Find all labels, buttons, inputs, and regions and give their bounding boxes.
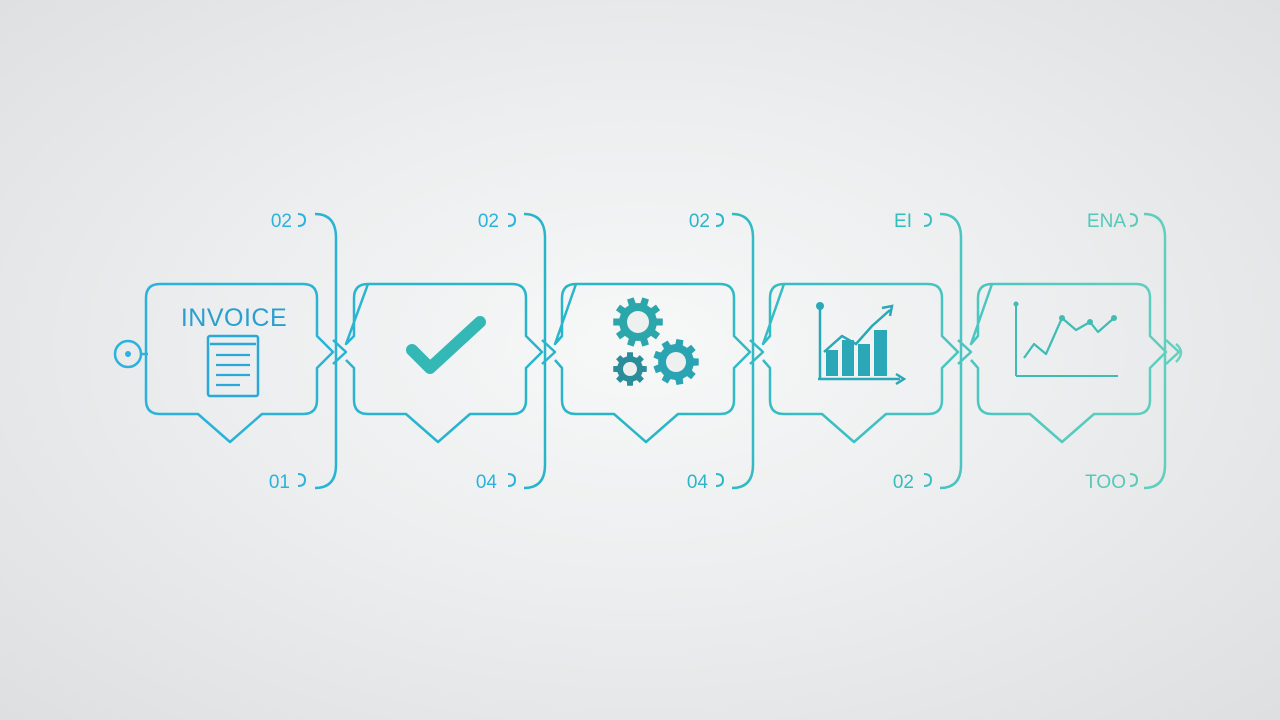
- step-2-bottom-label: 04: [476, 472, 498, 493]
- step-3-bubble: [553, 282, 752, 444]
- step-1-bubble: [144, 282, 335, 444]
- gear-hole: [623, 362, 637, 376]
- step-5-bottom-label: TOO: [1085, 472, 1126, 493]
- step-1-bracket: [314, 212, 338, 490]
- step-2: 02 04: [344, 211, 557, 493]
- gear-hole: [666, 352, 686, 372]
- step-4-bottom-label: 02: [893, 472, 914, 493]
- gears-icon: [613, 297, 699, 386]
- step-3-bracket: [731, 212, 755, 490]
- gear-hole: [627, 311, 649, 333]
- step-3: 02 04: [553, 211, 765, 493]
- step-3-top-label: 02: [689, 211, 710, 232]
- bar-chart-icon: [816, 302, 907, 386]
- step-2-bubble: [344, 282, 544, 444]
- step-5-connector-arrow: [1165, 339, 1181, 365]
- gear-medium-icon: [653, 339, 699, 385]
- step-3-connector-arrow: [749, 339, 765, 365]
- step-3-bottom-label: 04: [687, 472, 709, 493]
- step-5-bubble: [969, 282, 1168, 444]
- start-node: [113, 339, 148, 369]
- step-4: EI 02: [761, 211, 973, 493]
- end-node: [1175, 343, 1183, 363]
- step-4-bubble: [761, 282, 960, 444]
- step-5-top-label: ENA: [1087, 211, 1126, 232]
- gear-small-icon: [613, 352, 647, 386]
- step-2-connector-arrow: [541, 339, 557, 365]
- step-1: 02 01 INVOICE: [144, 211, 348, 493]
- line-chart-icon: [1013, 301, 1118, 377]
- step-1-connector-arrow: [332, 339, 348, 365]
- step-4-bracket: [939, 212, 963, 490]
- step-5-bracket: [1143, 212, 1167, 490]
- step-1-bottom-label: 01: [269, 472, 290, 493]
- invoice-document-icon: [206, 334, 260, 398]
- invoice-label: INVOICE: [181, 304, 287, 332]
- step-4-connector-arrow: [957, 339, 973, 365]
- step-5: ENA TOO: [969, 211, 1183, 493]
- step-2-bracket: [523, 212, 547, 490]
- step-1-top-label: 02: [271, 211, 292, 232]
- gear-large-icon: [613, 297, 663, 347]
- step-4-top-label: EI: [894, 211, 912, 232]
- step-2-top-label: 02: [478, 211, 499, 232]
- checkmark-icon: [406, 316, 486, 374]
